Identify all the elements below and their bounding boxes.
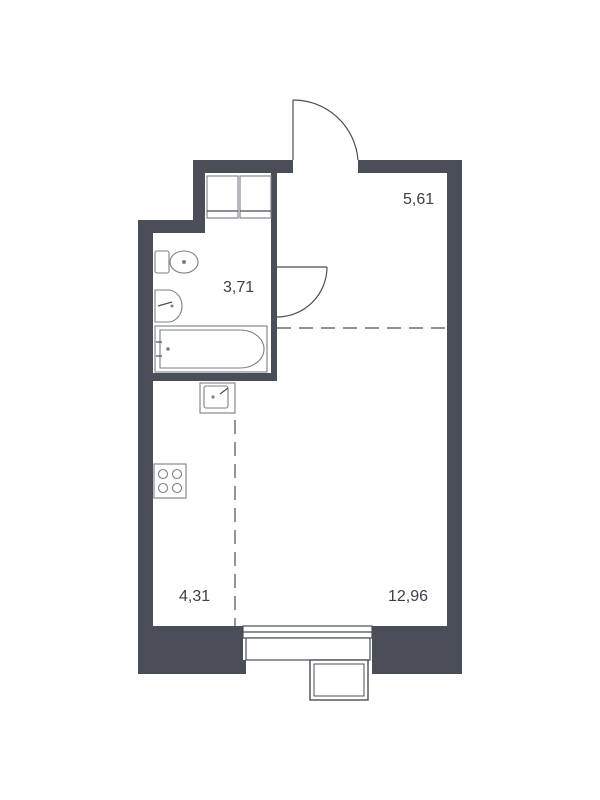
cooktop-icon	[153, 463, 187, 499]
bathtub-icon	[154, 325, 268, 373]
room-area-bathroom: 3,71	[223, 279, 254, 296]
entry-door-icon	[292, 99, 359, 161]
toilet-icon	[154, 250, 199, 274]
wall-top-niche	[193, 160, 293, 173]
room-area-hall: 5,61	[403, 191, 434, 208]
walls	[138, 160, 462, 674]
wall-top-right	[358, 160, 462, 173]
balcony-door-icon	[242, 625, 373, 661]
room-area-living: 12,96	[388, 588, 428, 605]
kitchen-sink-icon	[199, 382, 236, 414]
wall-notch	[216, 660, 246, 674]
wall-bath-top	[138, 220, 205, 233]
washbasin-icon	[154, 289, 183, 323]
wall-niche-left	[193, 160, 205, 230]
wall-left	[138, 220, 153, 674]
wall-bottom-right	[372, 626, 462, 674]
room-area-kitchen: 4,31	[179, 588, 210, 605]
wall-right	[447, 160, 462, 674]
wardrobe-icon	[206, 175, 272, 219]
wall-bath-bottom	[153, 373, 277, 381]
bathroom-door-icon	[276, 266, 328, 318]
wall-bath-right	[271, 173, 277, 381]
balcony-icon	[309, 659, 369, 701]
zone-dividers	[234, 327, 447, 626]
